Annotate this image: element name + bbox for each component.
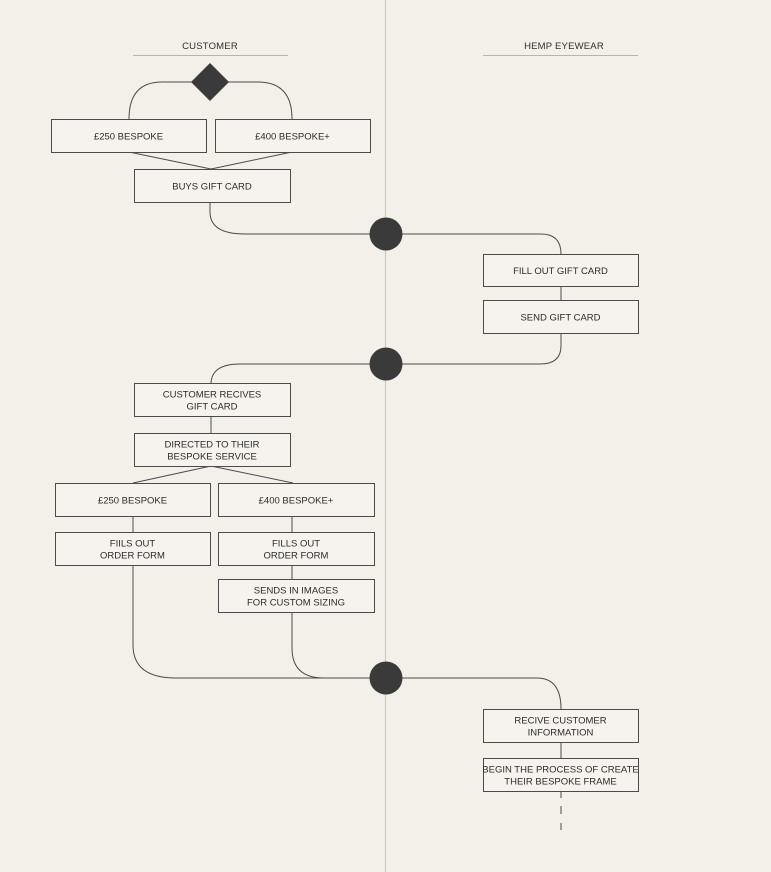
step-box-frame — [218, 579, 375, 613]
step-box-label: £250 BESPOKE — [98, 495, 167, 506]
connector — [128, 151, 212, 170]
lane-title-customer: CUSTOMER — [182, 41, 238, 52]
step-box-label: £250 BESPOKE — [94, 131, 163, 142]
sync-node — [369, 661, 403, 695]
step-box-bespoke-250-top: £250 BESPOKE — [51, 119, 207, 153]
step-box-label: £400 BESPOKE+ — [259, 495, 334, 506]
step-box-bespoke-250-mid: £250 BESPOKE — [55, 483, 211, 517]
step-box-buys-gift-card: BUYS GIFT CARD — [134, 169, 291, 203]
connector — [132, 465, 212, 484]
step-box-frame — [483, 254, 639, 287]
step-box-frame — [55, 532, 211, 566]
step-box-bespoke-400-top: £400 BESPOKE+ — [215, 119, 371, 153]
connector — [210, 363, 370, 384]
step-box-frame — [55, 483, 211, 517]
step-box-frame — [134, 169, 291, 203]
step-box-frame — [134, 433, 291, 467]
step-box-label: DIRECTED TO THEIR — [164, 439, 259, 450]
connector — [402, 677, 562, 710]
step-box-bespoke-400-mid: £400 BESPOKE+ — [218, 483, 375, 517]
step-box-label: BEGIN THE PROCESS OF CREATE — [482, 764, 638, 775]
step-box-label: FILLS OUT — [272, 538, 320, 549]
step-box-frame — [51, 119, 207, 153]
sync-node — [369, 347, 403, 381]
step-box-label: £400 BESPOKE+ — [255, 131, 330, 142]
connector — [291, 612, 325, 679]
connector — [402, 233, 562, 255]
step-box-label: THEIR BESPOKE FRAME — [504, 776, 616, 787]
step-box-label: SENDS IN IMAGES — [254, 585, 338, 596]
connector — [209, 202, 370, 235]
sync-node — [369, 217, 403, 251]
step-box-fill-out-gift-card: FILL OUT GIFT CARD — [483, 254, 639, 287]
step-box-label: BESPOKE SERVICE — [167, 451, 257, 462]
step-box-label: FOR CUSTOM SIZING — [247, 597, 345, 608]
step-box-frame — [483, 300, 639, 334]
step-box-label: INFORMATION — [528, 727, 594, 738]
step-box-label: SEND GIFT CARD — [520, 312, 600, 323]
step-box-frame — [218, 483, 375, 517]
step-box-label: GIFT CARD — [186, 401, 237, 412]
step-box-frame — [215, 119, 371, 153]
step-box-frame — [483, 758, 639, 792]
connector — [210, 465, 294, 484]
connectors — [128, 81, 562, 830]
step-box-label: CUSTOMER RECIVES — [163, 389, 262, 400]
lane-title-hemp-eyewear: HEMP EYEWEAR — [524, 41, 604, 52]
connector — [210, 151, 293, 170]
connector — [128, 81, 192, 120]
step-box-label: ORDER FORM — [100, 550, 165, 561]
step-box-label: BUYS GIFT CARD — [172, 181, 252, 192]
step-box-frame — [483, 709, 639, 743]
step-box-label: ORDER FORM — [264, 550, 329, 561]
step-box-label: FIILS OUT — [110, 538, 156, 549]
step-box-frame — [218, 532, 375, 566]
step-box-frame — [134, 383, 291, 417]
step-box-label: RECIVE CUSTOMER — [514, 715, 606, 726]
connector — [402, 333, 562, 365]
step-box-send-gift-card: SEND GIFT CARD — [483, 300, 639, 334]
step-box-label: FILL OUT GIFT CARD — [513, 266, 608, 277]
connector — [228, 81, 293, 120]
decision-diamond — [191, 63, 229, 101]
connector — [132, 565, 370, 679]
